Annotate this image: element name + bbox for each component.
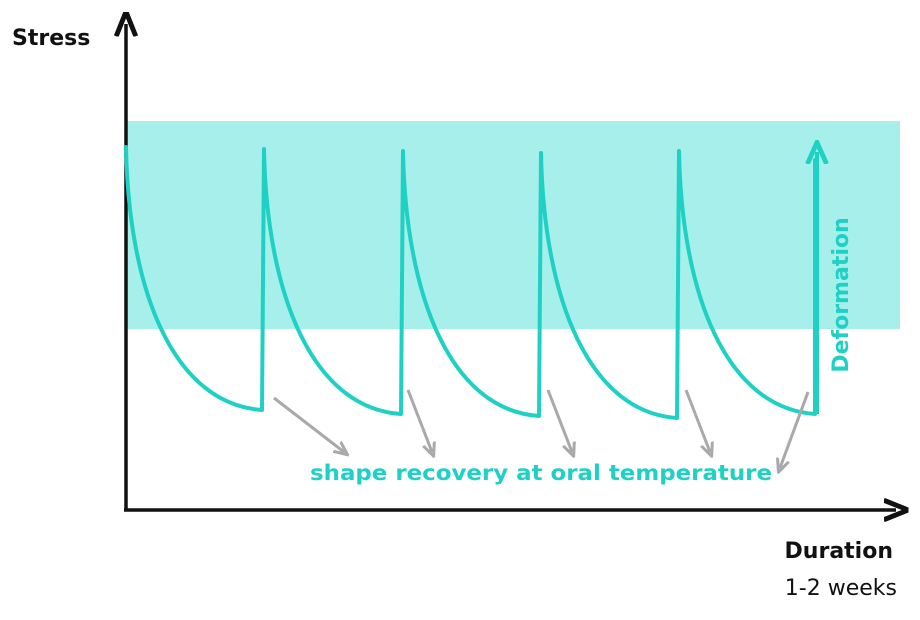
stress-band [126,121,900,329]
stress-relaxation-curve [124,145,817,420]
recovery-arrow [273,396,344,452]
recovery-label: shape recovery at oral temperature [310,461,772,485]
recovery-arrows [273,389,810,468]
y-axis-label: Stress [12,26,90,51]
recovery-arrow [546,389,572,452]
x-axis-sublabel: 1-2 weeks [785,576,897,601]
recovery-arrow [684,389,710,452]
recovery-arrow [780,391,810,468]
x-axis-label: Duration [785,539,893,564]
deformation-label: Deformation [829,217,854,372]
recovery-arrow [406,389,432,452]
